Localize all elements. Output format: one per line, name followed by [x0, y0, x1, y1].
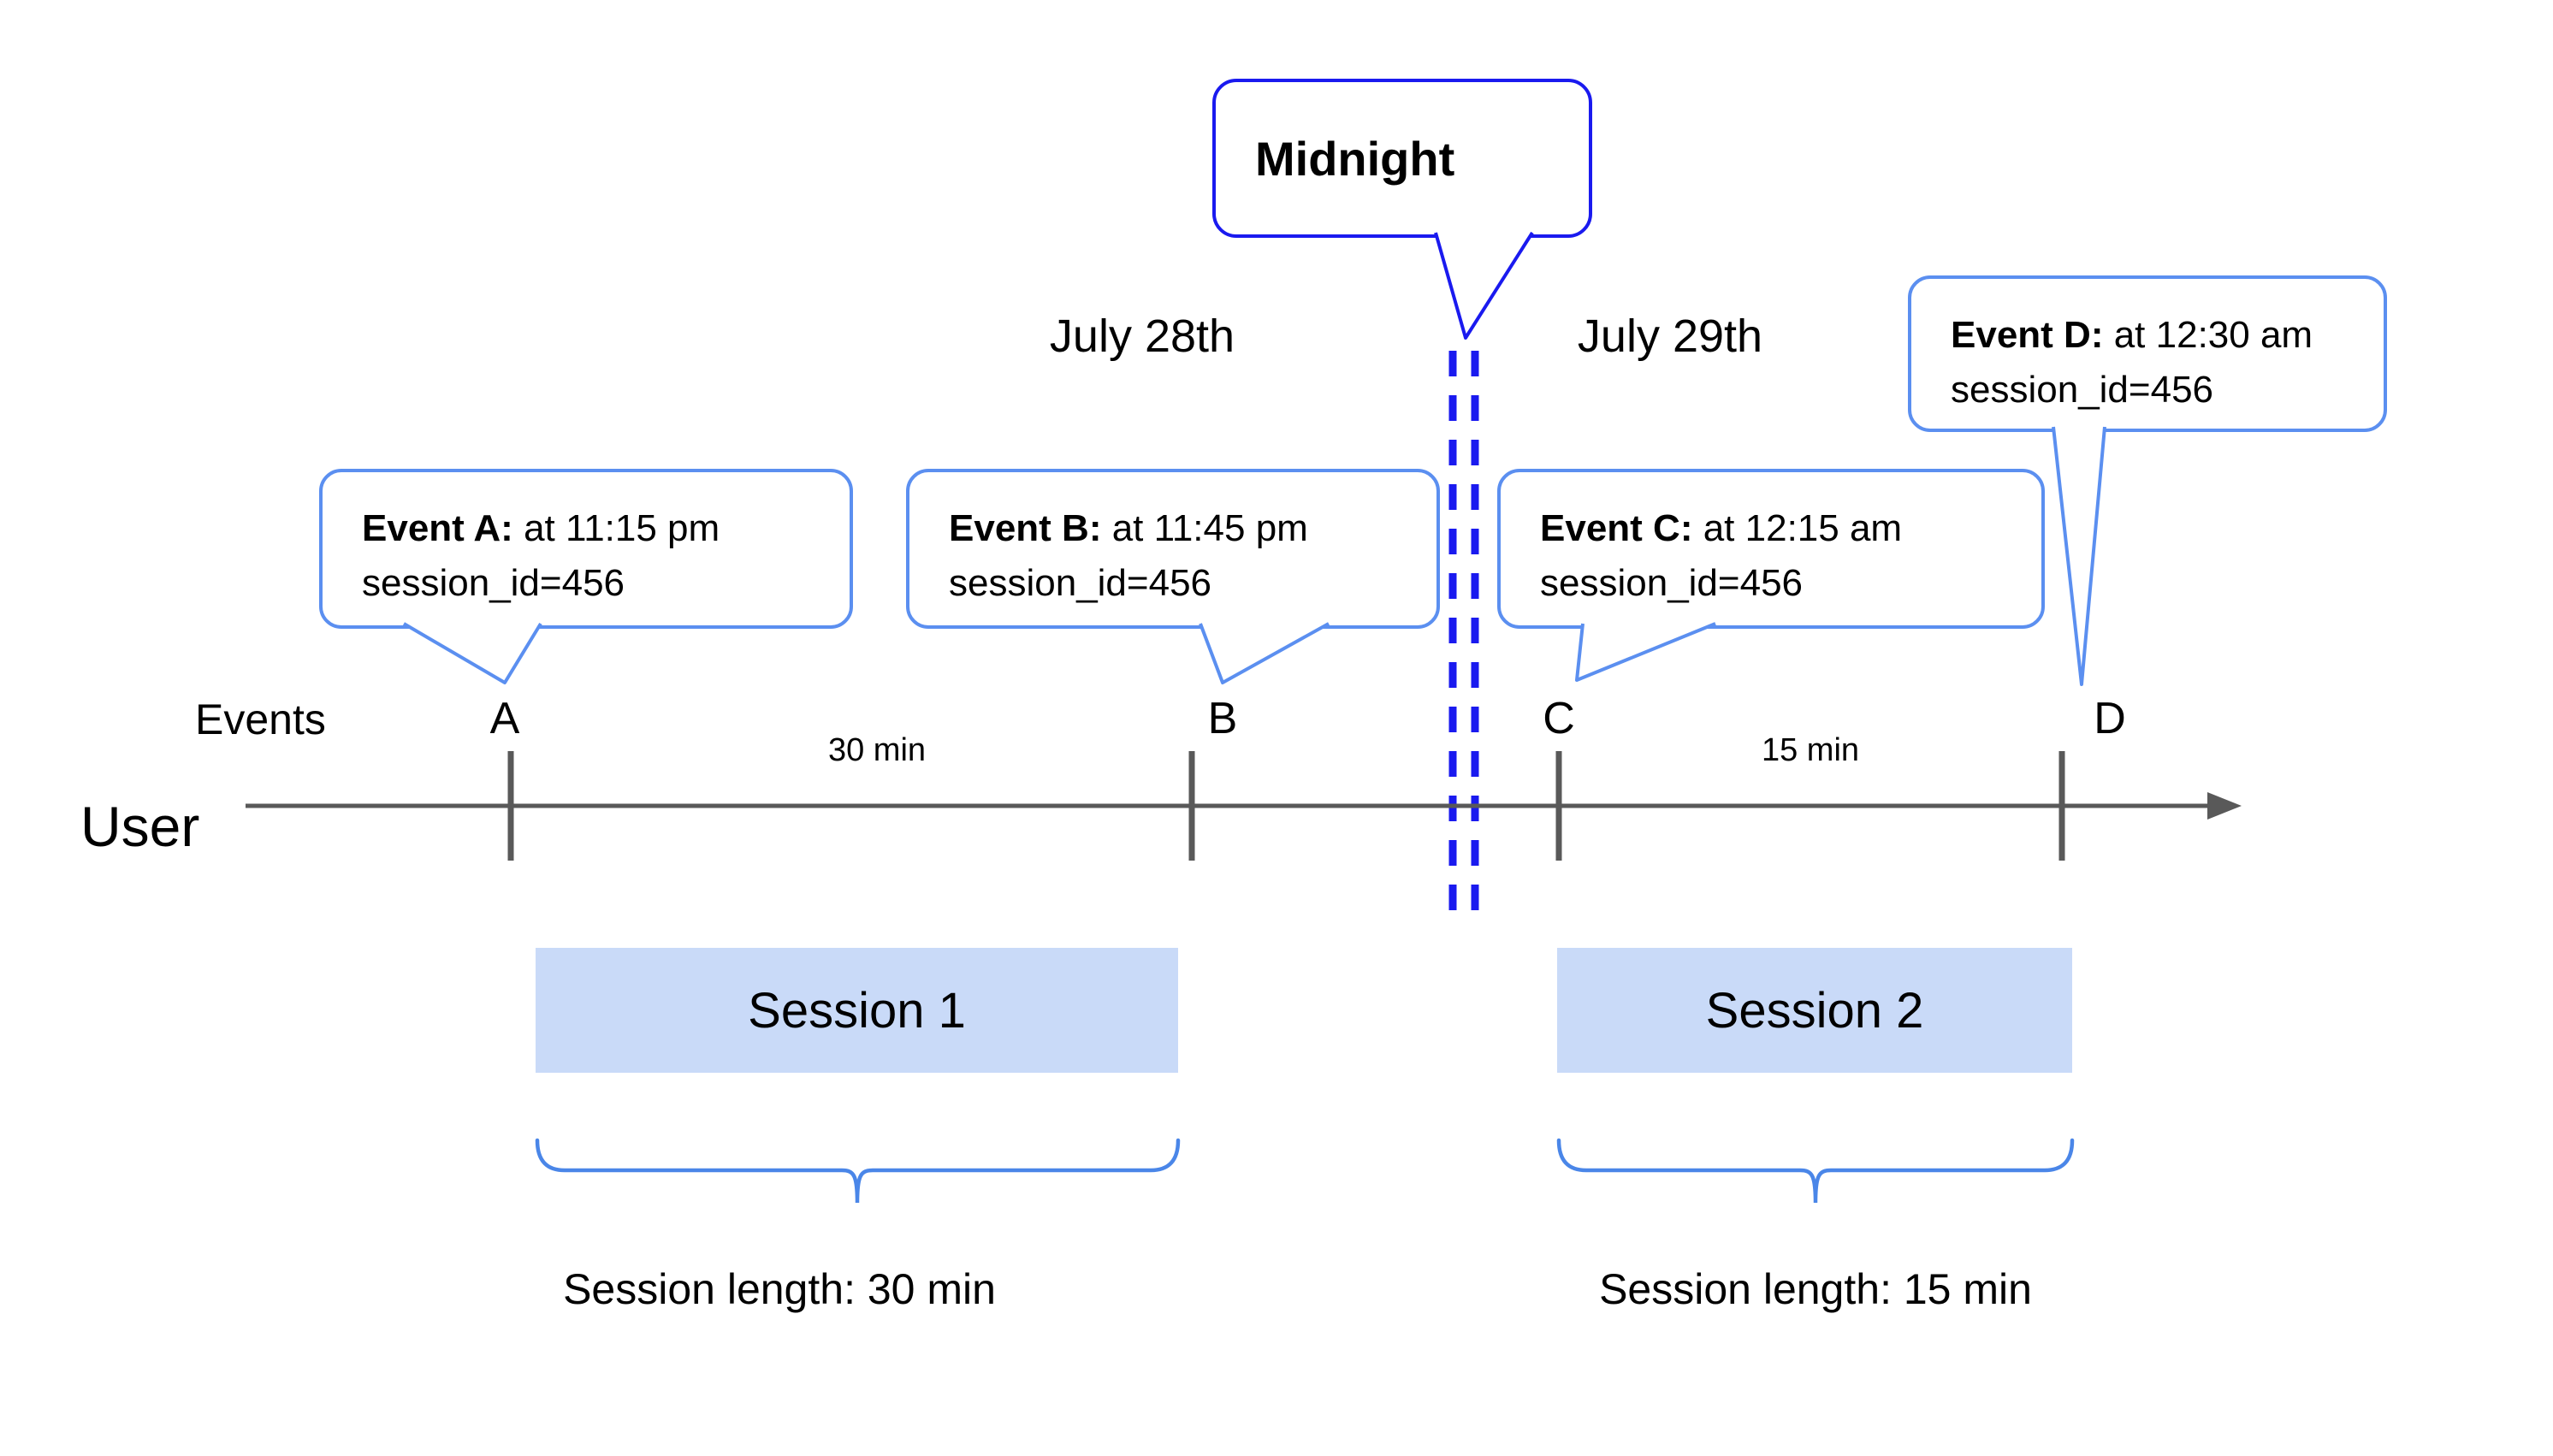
- event-d-callout-detail: session_id=456: [1951, 369, 2214, 411]
- tick-label-c: C: [1543, 694, 1575, 743]
- midnight-callout: Midnight: [1212, 79, 1592, 238]
- event-d-callout-tail: [2052, 426, 2106, 686]
- event-a-callout-time: at 11:15 pm: [512, 507, 720, 549]
- event-b-callout-time: at 11:45 pm: [1101, 507, 1308, 549]
- tick-label-a: A: [489, 694, 520, 743]
- gap-label-15-min: 15 min: [1761, 732, 1860, 768]
- event-d-callout-title: Event D:: [1951, 314, 2104, 356]
- tick-label-b: B: [1207, 694, 1238, 743]
- event-b-callout-tail: [1199, 622, 1330, 684]
- event-a-callout-tail: [402, 622, 542, 684]
- session-1-length-label: Session length: 30 min: [563, 1265, 996, 1313]
- session-2-brace: [1556, 1138, 2075, 1204]
- session-1-label: Session 1: [748, 982, 966, 1039]
- event-a-callout-detail: session_id=456: [362, 562, 625, 604]
- session-2-box: Session 2: [1557, 948, 2072, 1073]
- event-d-callout: Event D: at 12:30 am session_id=456: [1908, 275, 2387, 432]
- session-1-box: Session 1: [536, 948, 1178, 1073]
- event-c-callout-detail: session_id=456: [1540, 562, 1804, 604]
- user-axis-label: User: [80, 795, 200, 858]
- event-b-callout: Event B: at 11:45 pm session_id=456: [906, 469, 1440, 629]
- event-c-callout: Event C: at 12:15 am session_id=456: [1497, 469, 2045, 629]
- date-label-july-28: July 28th: [1049, 311, 1235, 362]
- event-d-callout-time: at 12:30 am: [2103, 314, 2313, 356]
- date-label-july-29: July 29th: [1577, 311, 1763, 362]
- timeline-arrowhead-icon: [2207, 792, 2242, 820]
- event-a-callout-title: Event A:: [362, 507, 513, 549]
- gap-label-30-min: 30 min: [827, 732, 927, 768]
- session-2-length-label: Session length: 15 min: [1599, 1265, 2032, 1313]
- session-1-brace: [535, 1138, 1181, 1204]
- event-b-callout-detail: session_id=456: [949, 562, 1212, 604]
- event-b-callout-title: Event B:: [949, 507, 1102, 549]
- event-a-callout: Event A: at 11:15 pm session_id=456: [319, 469, 853, 629]
- midnight-label: Midnight: [1255, 131, 1455, 186]
- event-c-callout-title: Event C:: [1540, 507, 1693, 549]
- tick-label-d: D: [2094, 694, 2126, 743]
- event-c-callout-time: at 12:15 am: [1692, 507, 1903, 549]
- session-2-label: Session 2: [1705, 982, 1924, 1039]
- event-c-callout-tail: [1575, 622, 1716, 682]
- events-axis-label: Events: [195, 695, 326, 743]
